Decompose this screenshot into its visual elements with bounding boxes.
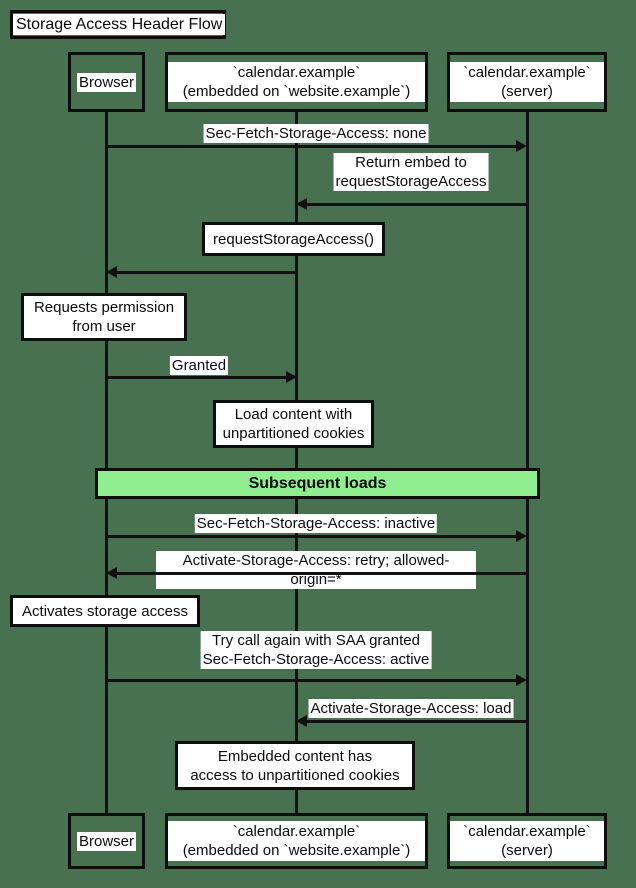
message-label-return-embed: Return embed to requestStorageAccess [333,153,489,191]
message-label-try-call-again: Try call again with SAA granted Sec-Fetc… [200,631,432,669]
message-label-granted: Granted [169,356,229,375]
note-load-content: Load content with unpartitioned cookies [213,400,374,448]
note-activates-storage-access: Activates storage access [10,595,200,627]
note-requests-permission-label: Requests permission from user [33,299,175,335]
message-box-request-storage-access: requestStorageAccess() [202,222,385,256]
participant-server-bottom-label: `calendar.example` (server) [450,821,604,861]
arrow-head-left-icon [106,567,117,579]
message-line-return-embed [307,203,527,206]
participant-embed-top-label: `calendar.example` (embedded on `website… [168,62,425,102]
lifeline-browser [105,112,108,814]
participant-browser-bottom-label: Browser [76,831,136,851]
message-line-granted [106,376,291,379]
arrow-head-right-icon [516,674,527,686]
diagram-title-box: Storage Access Header Flow [10,10,226,39]
message-line-activate-load [307,720,527,723]
diagram-title: Storage Access Header Flow [13,14,226,35]
participant-embed-bottom-label: `calendar.example` (embedded on `website… [168,821,425,861]
section-band-label: Subsequent loads [248,474,387,492]
message-line-activate-retry [117,572,527,575]
participant-browser-top-label: Browser [76,72,136,92]
lifeline-embed [295,112,298,814]
participant-browser-bottom[interactable]: Browser [68,813,145,869]
note-activates-storage-access-label: Activates storage access [22,602,188,620]
message-label-request-storage-access: requestStorageAccess() [213,230,374,248]
message-line-sec-fetch-inactive [106,535,521,538]
message-label-activate-load: Activate-Storage-Access: load [308,699,514,718]
message-line-request-storage-access [117,271,298,274]
lifeline-server [526,112,529,814]
arrow-head-right-icon [516,530,527,542]
arrow-head-left-icon [296,198,307,210]
arrow-head-right-icon [286,371,297,383]
participant-server-top-label: `calendar.example` (server) [450,62,604,102]
message-label-activate-retry: Activate-Storage-Access: retry; allowed-… [156,551,476,589]
note-embedded-content-access: Embedded content has access to unpartiti… [175,741,415,790]
note-load-content-label: Load content with unpartitioned cookies [222,406,365,442]
section-band-subsequent-loads: Subsequent loads [95,468,540,499]
arrow-head-left-icon [106,266,117,278]
message-line-try-call-again [106,679,521,682]
note-embedded-content-access-label: Embedded content has access to unpartiti… [190,747,400,784]
message-label-sec-fetch-none: Sec-Fetch-Storage-Access: none [203,124,429,143]
participant-browser-top[interactable]: Browser [68,52,145,112]
participant-server-bottom[interactable]: `calendar.example` (server) [447,813,607,869]
participant-server-top[interactable]: `calendar.example` (server) [447,52,607,112]
arrow-head-right-icon [516,140,527,152]
message-label-sec-fetch-inactive: Sec-Fetch-Storage-Access: inactive [194,514,438,533]
note-requests-permission: Requests permission from user [21,293,187,341]
participant-embed-bottom[interactable]: `calendar.example` (embedded on `website… [165,813,428,869]
arrow-head-left-icon [296,715,307,727]
participant-embed-top[interactable]: `calendar.example` (embedded on `website… [165,52,428,112]
message-line-sec-fetch-none [106,145,521,148]
